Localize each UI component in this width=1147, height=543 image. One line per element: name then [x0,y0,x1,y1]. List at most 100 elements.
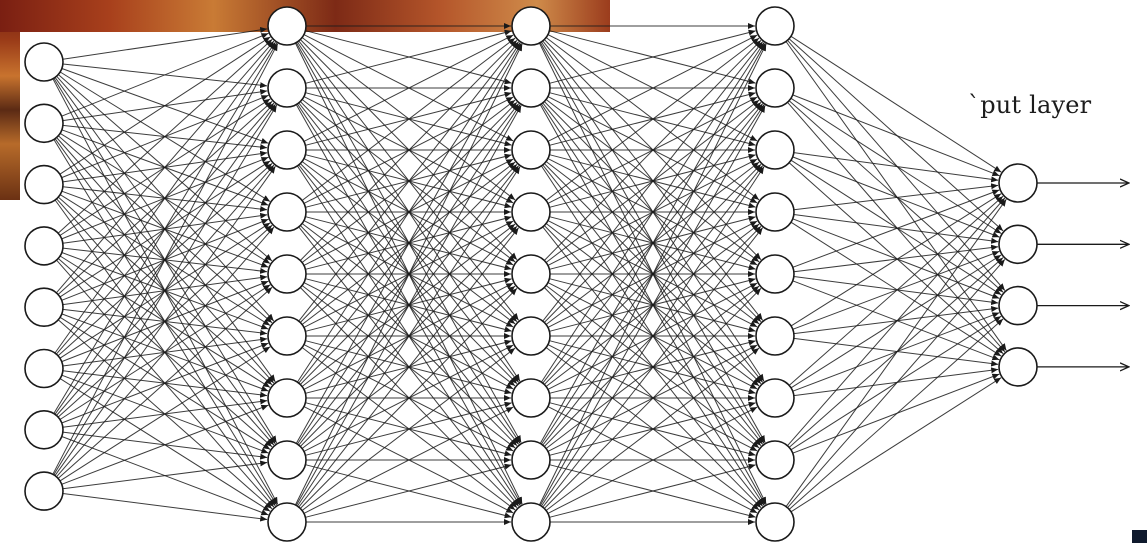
connection-3-3-1 [793,214,999,244]
connection-2-8-4 [543,287,762,509]
connection-3-3-2 [792,218,1000,299]
neuron-layer3-5 [511,254,551,294]
neuron-layer5-1 [998,163,1038,203]
neuron-layer1-6 [24,348,64,389]
neuron-layer1-8 [24,471,64,511]
background-photo-fragment-left [0,0,20,200]
connection-3-2-2 [790,159,1002,296]
connection-2-6-0 [540,42,765,383]
connection-3-7-0 [787,197,1006,447]
neuron-layer3-4 [511,192,551,232]
connection-lines [52,23,1007,525]
output-layer-label: `put layer [968,91,1092,119]
neuron-layer1-3 [24,164,64,205]
connection-0-7-5 [59,346,271,482]
connection-1-8-4 [299,287,518,509]
neuron-layer2-1 [267,6,307,46]
neuron-layer4-6 [755,316,795,356]
connection-3-1-0 [792,94,1000,177]
connection-3-4-2 [793,276,999,306]
neuron-layer2-2 [267,68,307,108]
neuron-layer3-7 [511,378,551,418]
connection-2-8-5 [545,347,760,511]
connection-3-0-0 [790,35,1002,173]
neuron-layer2-6 [267,316,307,356]
neuron-layer5-3 [998,285,1038,326]
connection-0-6-0 [53,42,278,414]
connection-2-8-0 [538,43,767,506]
connection-3-5-0 [790,193,1002,327]
neuron-layer4-5 [755,254,795,294]
connection-2-1-0 [549,29,756,84]
connection-2-8-3 [542,227,763,508]
neuron-layer1-7 [24,409,64,450]
neuron-layer5-2 [998,224,1038,265]
connection-3-8-1 [787,259,1006,509]
connection-0-7-4 [57,286,273,479]
corner-fragment [1132,530,1147,543]
connection-3-8-3 [790,377,1002,513]
neuron-layer4-3 [755,130,795,170]
neurons [24,6,1038,542]
connection-2-8-2 [540,166,765,507]
neuron-layer3-6 [511,316,551,356]
connection-2-3-0 [545,37,760,201]
neuron-layer3-3 [511,130,551,170]
connection-1-8-2 [296,166,521,507]
neuron-layer4-8 [755,440,795,480]
neuron-layer1-1 [24,42,64,82]
connection-1-3-0 [301,37,516,201]
neuron-layer1-2 [24,103,64,144]
neuron-layer2-5 [267,254,307,294]
connection-2-8-1 [539,105,766,506]
connection-1-6-0 [296,42,521,383]
connection-0-1-0 [61,32,269,117]
connection-0-4-0 [56,40,275,294]
connection-2-8-6 [547,406,758,514]
neuron-layer1-4 [24,226,64,266]
connection-1-8-7 [305,463,512,518]
neuron-layer2-4 [267,192,307,232]
connection-3-3-3 [790,221,1002,357]
neuron-layer1-5 [24,287,64,328]
neuron-layer3-1 [511,6,551,46]
connection-0-7-6 [61,404,269,485]
connection-0-2-0 [59,36,271,175]
neuron-layer4-4 [755,192,795,232]
connection-3-2-1 [792,156,1000,238]
neuron-layer2-7 [267,378,307,418]
neuron-layer3-9 [511,502,551,542]
neuron-layer4-9 [755,502,795,542]
connection-0-0-0 [62,26,268,60]
connection-1-2-0 [303,34,514,142]
connection-0-7-0 [52,43,279,475]
connection-3-5-3 [793,337,999,367]
connection-3-4-1 [793,244,999,273]
connection-0-5-0 [54,42,276,354]
connection-1-4-0 [299,39,518,261]
neuron-layer4-1 [755,6,795,46]
connection-3-6-0 [788,195,1004,386]
connection-0-7-2 [54,166,276,476]
connection-3-8-0 [785,199,1007,507]
connection-3-1-1 [790,97,1002,234]
neuron-layer2-8 [267,440,307,480]
neuron-layer4-7 [755,378,795,418]
neuron-layer5-4 [998,347,1038,387]
neuron-layer3-8 [511,440,551,480]
neuron-layer2-3 [267,130,307,170]
connection-1-8-3 [298,227,519,508]
connection-2-8-7 [549,463,756,518]
connection-3-3-0 [793,183,999,211]
connection-1-8-0 [294,43,523,506]
connection-2-4-0 [543,39,762,261]
connection-1-8-5 [301,347,516,511]
connection-1-8-6 [303,406,514,514]
connection-3-8-2 [788,318,1004,510]
connection-1-7-0 [295,43,522,444]
connection-0-7-7 [62,460,268,490]
connection-1-8-1 [295,105,522,506]
connection-0-7-1 [53,104,278,476]
connection-3-4-3 [792,280,1000,361]
